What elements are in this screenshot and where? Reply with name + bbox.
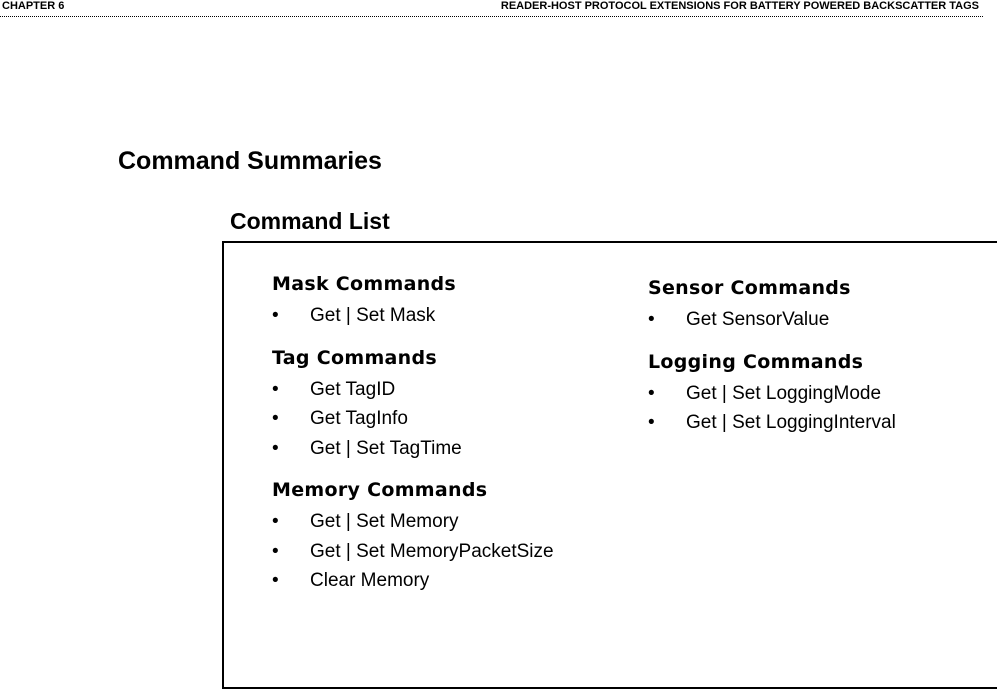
command-group-tag: Tag Commands • Get TagID • Get TagInfo • Ge…: [272, 345, 554, 464]
page-title: Command Summaries: [118, 147, 382, 175]
group-title: Tag Commands: [272, 346, 437, 369]
group-title: Mask Commands: [272, 273, 457, 295]
bullet-icon: •: [272, 570, 279, 591]
command-list: • Get | Set Mask: [272, 301, 554, 331]
bullet-icon: •: [648, 309, 655, 330]
group-title: Sensor Commands: [648, 277, 851, 299]
command-label: Get | Set Mask: [310, 305, 436, 326]
command-list: • Get SensorValue: [648, 305, 896, 335]
running-title: READER-HOST PROTOCOL EXTENSIONS FOR BATT…: [500, 0, 979, 12]
section-title: Command List: [230, 208, 390, 234]
command-label: Get TagInfo: [310, 408, 408, 429]
list-item: • Get | Set LoggingMode: [648, 379, 896, 409]
list-item: • Get | Set Mask: [272, 301, 554, 331]
bullet-icon: •: [272, 540, 279, 562]
list-item: • Get TagInfo: [272, 404, 554, 434]
command-label: Get | Set TagTime: [310, 437, 462, 459]
command-label: Get | Set Memory: [310, 511, 459, 532]
command-label: Get TagID: [310, 378, 396, 400]
command-label: Get SensorValue: [686, 309, 830, 330]
bullet-icon: •: [272, 305, 279, 326]
command-group-mask: Mask Commands • Get | Set Mask: [272, 271, 554, 331]
list-item: • Get | Set Memory: [272, 507, 554, 537]
bullet-icon: •: [648, 382, 655, 404]
right-column: Sensor Commands • Get SensorValue Logging…: [648, 275, 896, 452]
command-list: • Get | Set Memory • Get | Set MemoryPacke…: [272, 507, 554, 596]
bullet-icon: •: [648, 412, 655, 433]
list-item: • Clear Memory: [272, 566, 554, 596]
left-column: Mask Commands • Get | Set Mask Tag Comman…: [272, 271, 554, 610]
group-title: Memory Commands: [272, 479, 488, 501]
list-item: • Get | Set LoggingInterval: [648, 408, 896, 438]
command-group-memory: Memory Commands • Get | Set Memory • Get |…: [272, 477, 554, 596]
page-header: CHAPTER 6 READER-HOST PROTOCOL EXTENSION…: [0, 0, 983, 17]
command-group-logging: Logging Commands • Get | Set LoggingMode …: [648, 349, 896, 438]
command-list: • Get TagID • Get TagInfo • Get | Set TagTi…: [272, 375, 554, 464]
bullet-icon: •: [272, 437, 279, 459]
command-label: Get | Set LoggingMode: [686, 382, 882, 404]
command-list-box: Mask Commands • Get | Set Mask Tag Comman…: [222, 241, 997, 689]
command-label: Get | Set MemoryPacketSize: [310, 540, 554, 562]
list-item: • Get TagID: [272, 375, 554, 405]
chapter-label: CHAPTER 6: [2, 0, 65, 12]
list-item: • Get | Set MemoryPacketSize: [272, 537, 554, 567]
bullet-icon: •: [272, 378, 279, 400]
command-group-sensor: Sensor Commands • Get SensorValue: [648, 275, 896, 335]
group-title: Logging Commands: [648, 350, 864, 373]
list-item: • Get SensorValue: [648, 305, 896, 335]
command-label: Clear Memory: [310, 570, 430, 591]
bullet-icon: •: [272, 408, 279, 429]
bullet-icon: •: [272, 511, 279, 532]
command-list: • Get | Set LoggingMode • Get | Set Loggin…: [648, 379, 896, 438]
list-item: • Get | Set TagTime: [272, 434, 554, 464]
command-label: Get | Set LoggingInterval: [686, 412, 896, 433]
